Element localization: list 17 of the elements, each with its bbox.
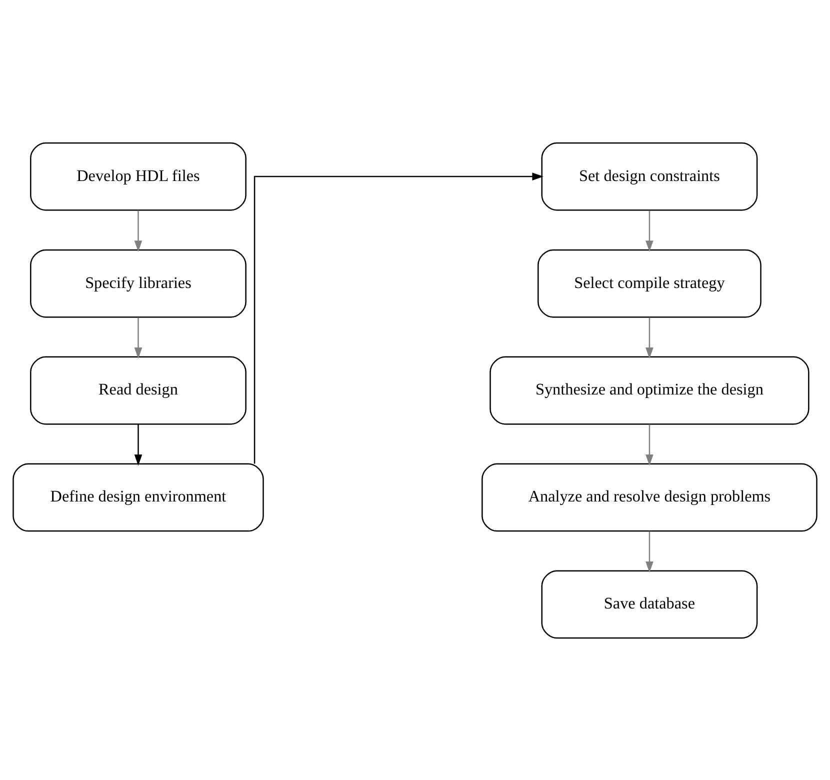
node-box: Set design constraints: [541, 142, 758, 210]
node-box: Select compile strategy: [538, 248, 762, 318]
node-box: Define design environment: [12, 462, 264, 532]
node-box: Read design: [30, 356, 246, 424]
arrow: [646, 530, 654, 572]
node-box: Save database: [541, 570, 758, 638]
arrow: [646, 316, 654, 358]
node-box: Analyze and resolve design problems: [482, 462, 818, 532]
node-box: Develop HDL files: [30, 142, 246, 210]
arrow: [134, 316, 142, 358]
node-box: Synthesize and optimize the design: [490, 356, 810, 424]
arrow: [254, 172, 544, 464]
node-box: Specify libraries: [30, 248, 246, 318]
arrow: [646, 210, 654, 252]
arrow: [134, 424, 142, 466]
arrow: [134, 210, 142, 252]
arrow: [646, 424, 654, 466]
